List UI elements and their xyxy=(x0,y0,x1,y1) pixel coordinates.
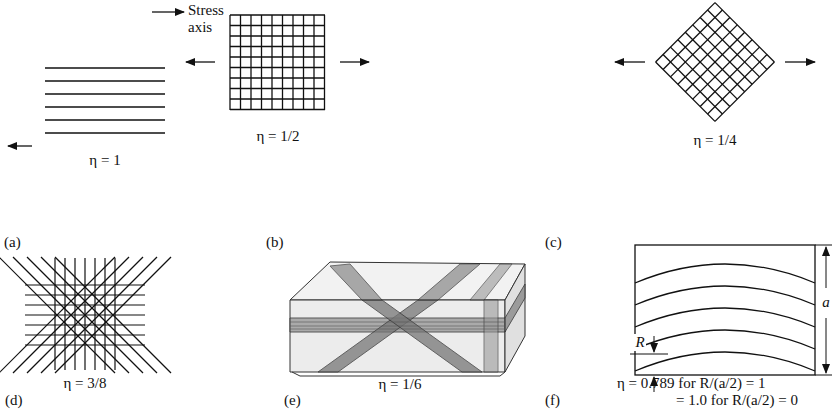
crystal-block xyxy=(290,262,525,376)
slip-line xyxy=(25,334,145,335)
slip-line xyxy=(240,15,241,110)
slip-line xyxy=(27,257,143,373)
panel-label: (a) xyxy=(4,234,21,251)
slip-grid-b xyxy=(230,15,325,110)
slip-line xyxy=(27,257,143,373)
slip-line xyxy=(0,257,115,373)
slip-line xyxy=(230,14,325,15)
panel-label: (e) xyxy=(284,392,301,409)
curved-slip-lines xyxy=(635,264,815,371)
panel-label: (f) xyxy=(545,392,560,409)
slip-line xyxy=(45,132,165,133)
slip-line xyxy=(230,25,325,26)
slip-line xyxy=(250,15,251,110)
stress-arrow xyxy=(152,11,184,12)
slip-line xyxy=(708,55,767,114)
slip-line xyxy=(700,47,759,106)
panel-label: (d) xyxy=(5,392,23,409)
slip-line xyxy=(271,15,272,110)
band-lines xyxy=(290,322,505,329)
slip-line xyxy=(656,62,715,121)
slip-line xyxy=(670,47,729,106)
panel-label: (c) xyxy=(545,234,562,251)
slip-line xyxy=(104,258,105,370)
slip-line xyxy=(55,257,171,373)
annotation: R xyxy=(634,334,645,351)
annotation: η = 1/2 xyxy=(257,128,300,145)
slip-line xyxy=(230,67,325,68)
slip-line xyxy=(45,119,165,120)
annotation: η = 1/6 xyxy=(379,376,422,393)
slip-line xyxy=(230,77,325,78)
slip-line xyxy=(685,32,744,91)
slip-line xyxy=(41,257,157,373)
annotation: = 1.0 for R/(a/2) = 0 xyxy=(676,392,798,409)
slip-line xyxy=(261,15,262,110)
slip-line xyxy=(292,15,293,110)
slip-line xyxy=(13,257,129,373)
panel-label: (b) xyxy=(266,234,284,251)
stress-arrow xyxy=(785,61,815,62)
slip-line xyxy=(229,15,230,110)
slip-line xyxy=(230,56,325,57)
slip-line xyxy=(685,32,744,91)
slip-line xyxy=(715,62,774,121)
slip-line xyxy=(663,55,722,114)
dimension-a xyxy=(815,245,832,375)
annotation: a xyxy=(821,294,831,311)
crystal-section xyxy=(635,245,815,375)
slip-grid-c xyxy=(656,3,775,122)
stress-arrow xyxy=(186,61,215,62)
slip-line xyxy=(282,15,283,110)
slip-line xyxy=(0,257,115,373)
slip-line xyxy=(324,15,325,110)
slip-line xyxy=(25,324,145,325)
slip-line xyxy=(230,35,325,36)
stress-arrow xyxy=(8,145,32,146)
slip-line xyxy=(693,40,752,99)
slip-line xyxy=(313,15,314,110)
slip-line xyxy=(41,257,157,373)
slip-line xyxy=(230,46,325,47)
slip-line xyxy=(303,15,304,110)
slip-line xyxy=(64,258,65,370)
slip-line xyxy=(45,106,165,107)
slip-line xyxy=(230,98,325,99)
axis-label: Stress axis xyxy=(188,2,240,37)
slip-line xyxy=(13,257,129,373)
slip-line xyxy=(45,67,165,68)
slip-line xyxy=(45,93,165,94)
slip-line xyxy=(55,257,171,373)
stress-arrow xyxy=(615,61,645,62)
slip-line xyxy=(678,40,737,99)
slip-line xyxy=(230,88,325,89)
stress-arrow xyxy=(340,61,369,62)
slip-line xyxy=(25,344,145,345)
slip-line xyxy=(45,80,165,81)
slip-line xyxy=(230,109,325,110)
annotation: η = 1/4 xyxy=(694,132,737,149)
annotation: η = 0.789 for R/(a/2) = 1 xyxy=(617,375,766,392)
slip-lines-a xyxy=(45,68,165,133)
annotation: η = 1 xyxy=(89,152,120,169)
slip-lines-d xyxy=(0,257,171,373)
annotation: η = 3/8 xyxy=(64,375,107,392)
